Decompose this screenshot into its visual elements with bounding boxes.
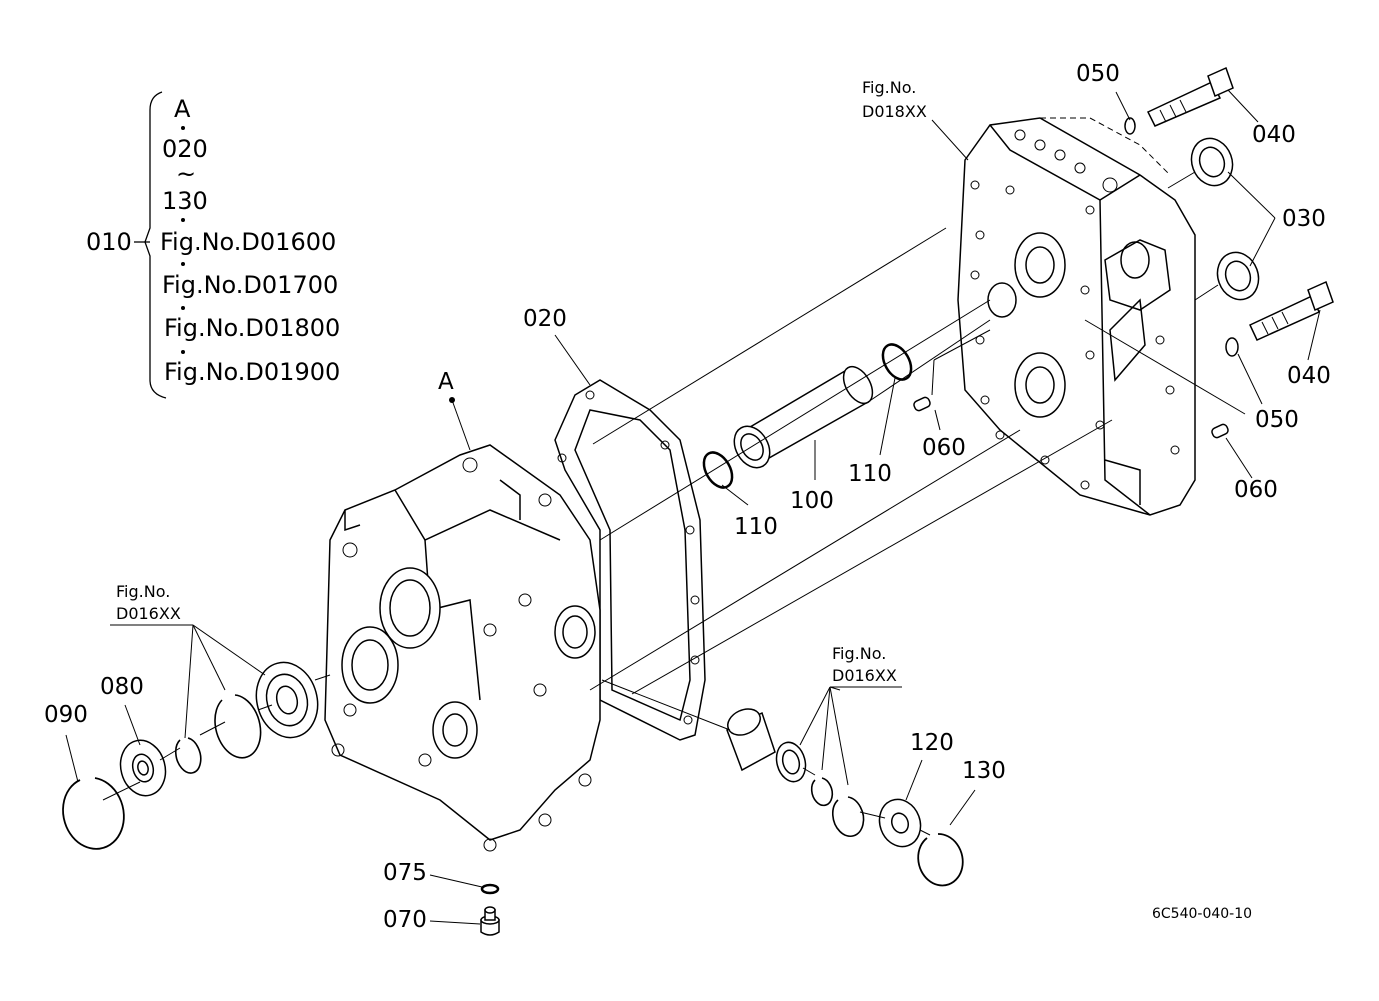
bolt-040-lower <box>1249 280 1334 341</box>
callout-050-bottom: 050 <box>1255 407 1299 433</box>
legend-dot-2 <box>181 218 185 222</box>
callout-020: 020 <box>523 306 567 332</box>
figref-left-line1: Fig.No. <box>116 582 171 601</box>
callout-070: 070 <box>383 907 427 933</box>
callout-030: 030 <box>1282 206 1326 232</box>
callout-060-right: 060 <box>1234 477 1278 503</box>
callout-100: 100 <box>790 488 834 514</box>
callout-130: 130 <box>962 758 1006 784</box>
callout-120: 120 <box>910 730 954 756</box>
snap-ring-left-large <box>214 694 262 759</box>
figref-left-line2: D016XX <box>116 604 181 623</box>
pin-060-right <box>1211 423 1229 439</box>
figref-mid-line1: Fig.No. <box>832 644 887 663</box>
washer-075 <box>480 883 500 895</box>
callout-040-bottom: 040 <box>1287 363 1331 389</box>
callout-090: 090 <box>44 702 88 728</box>
figref-rear-line2: D018XX <box>862 102 927 121</box>
snap-ring-left-small <box>174 737 202 774</box>
bolt-040-upper <box>1146 66 1234 127</box>
bearing-mid <box>775 741 807 783</box>
figref-rear-line1: Fig.No. <box>862 78 917 97</box>
legend-ref-d01600: Fig.No.D01600 <box>160 228 337 256</box>
oil-seal-030-lower <box>1216 251 1260 301</box>
seal-120 <box>878 798 922 848</box>
callout-040-top: 040 <box>1252 122 1296 148</box>
legend-dot-1 <box>181 126 185 130</box>
callout-050-top: 050 <box>1076 61 1120 87</box>
legend-ref-d01900: Fig.No.D01900 <box>164 358 341 386</box>
bushing-mid <box>726 708 776 772</box>
lock-washer-050-upper <box>1124 117 1136 135</box>
legend-range-start: 020 <box>162 135 208 163</box>
legend-tilde: ~ <box>176 160 197 188</box>
snap-ring-130 <box>917 833 964 887</box>
pipe-100 <box>733 365 874 469</box>
callout-110-left: 110 <box>734 514 778 540</box>
legend-dot-3 <box>181 262 185 266</box>
snap-ring-090 <box>62 777 125 850</box>
rear-housing <box>957 117 1196 516</box>
callout-letter-a: A <box>438 369 454 395</box>
pin-060-left <box>913 396 931 412</box>
oil-seal-030-upper <box>1190 137 1234 187</box>
callout-060-left: 060 <box>922 435 966 461</box>
bearing-left <box>255 661 319 739</box>
callout-080: 080 <box>100 674 144 700</box>
legend-ref-d01700: Fig.No.D01700 <box>162 271 339 299</box>
o-ring-110-right <box>881 343 913 381</box>
snap-ring-mid-large <box>832 796 865 838</box>
snap-ring-mid-small <box>810 777 834 807</box>
plug-070 <box>480 906 500 936</box>
gasket-020 <box>554 379 706 741</box>
callout-110-right: 110 <box>848 461 892 487</box>
front-housing <box>324 444 601 852</box>
o-ring-110-left <box>702 451 734 489</box>
legend-parent-part: 010 <box>86 228 132 256</box>
legend-range-end: 130 <box>162 187 208 215</box>
callout-075: 075 <box>383 860 427 886</box>
legend-dot-5 <box>181 350 185 354</box>
drawing-code: 6C540-040-10 <box>1152 906 1253 922</box>
seal-080 <box>119 739 167 797</box>
legend-letter-a: A <box>174 95 191 123</box>
figref-mid-line2: D016XX <box>832 666 897 685</box>
lock-washer-050-lower <box>1225 337 1239 357</box>
legend-dot-4 <box>181 306 185 310</box>
legend-ref-d01800: Fig.No.D01800 <box>164 314 341 342</box>
